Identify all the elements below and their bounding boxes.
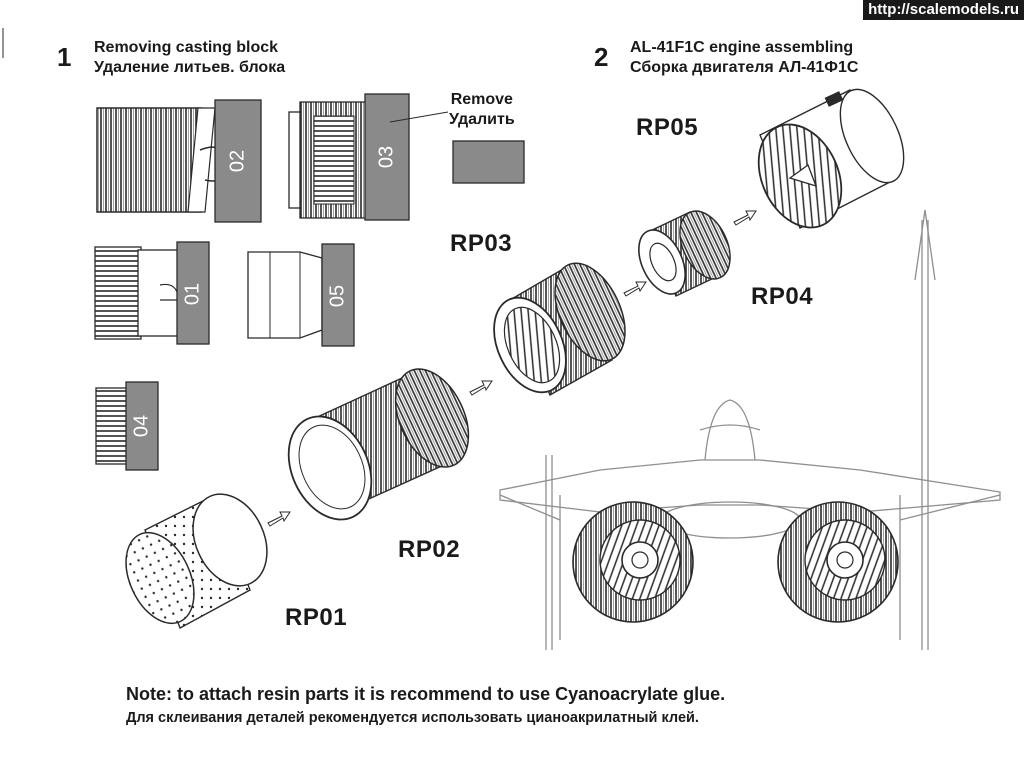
note-ru: Для склеивания деталей рекомендуется исп… (126, 710, 699, 726)
part-label-rp05: RP05 (636, 114, 699, 141)
arrow-rp01-rp02 (267, 511, 291, 527)
step-1-title-ru: Удаление литьев. блока (94, 59, 286, 76)
part-label-rp03: RP03 (450, 230, 513, 257)
arrow-rp03-rp04 (623, 281, 647, 297)
block-label-05: 05 (326, 285, 348, 307)
assembly-arrows (267, 210, 757, 527)
aircraft-nozzle-left (572, 501, 694, 623)
casting-block-04: 04 (95, 381, 159, 471)
part-label-rp02: RP02 (398, 536, 461, 563)
remove-label-en: Remove (450, 91, 513, 108)
step-2-title-ru: Сборка двигателя АЛ-41Ф1С (630, 59, 859, 76)
step-2-number: 2 (594, 42, 609, 72)
remove-label-ru: Удалить (449, 111, 515, 128)
engine-part-rp03 (493, 262, 626, 396)
watermark: http://scalemodels.ru (863, 0, 1024, 20)
casting-block-03: 03 (288, 93, 449, 221)
aircraft-nozzle-right (777, 501, 899, 623)
engine-part-rp05 (757, 88, 905, 229)
casting-block-02: 02 (96, 99, 262, 223)
step-1-title-en: Removing casting block (94, 39, 279, 56)
part-label-rp01: RP01 (285, 604, 348, 631)
step-1-number: 1 (57, 42, 72, 72)
arrow-rp02-rp03 (469, 380, 493, 396)
engine-part-rp01 (125, 493, 268, 630)
removed-block-swatch (452, 140, 525, 184)
block-label-04: 04 (130, 415, 152, 437)
arrow-rp04-rp05 (733, 210, 757, 226)
note-en: Note: to attach resin parts it is recomm… (126, 684, 726, 704)
engine-part-rp04 (638, 210, 731, 297)
engine-part-rp02 (287, 368, 470, 521)
part-label-rp04: RP04 (751, 283, 814, 310)
block-label-03: 03 (375, 146, 397, 168)
casting-block-01: 01 (94, 241, 210, 345)
step-2-title-en: AL-41F1C engine assembling (630, 39, 854, 56)
casting-block-05: 05 (247, 243, 355, 347)
block-label-02: 02 (226, 150, 248, 172)
block-label-01: 01 (181, 283, 203, 305)
remove-label: Remove Удалить (449, 90, 515, 130)
step-1-title: Removing casting block Удаление литьев. … (94, 38, 285, 78)
step-2-title: AL-41F1C engine assembling Сборка двигат… (630, 38, 858, 78)
